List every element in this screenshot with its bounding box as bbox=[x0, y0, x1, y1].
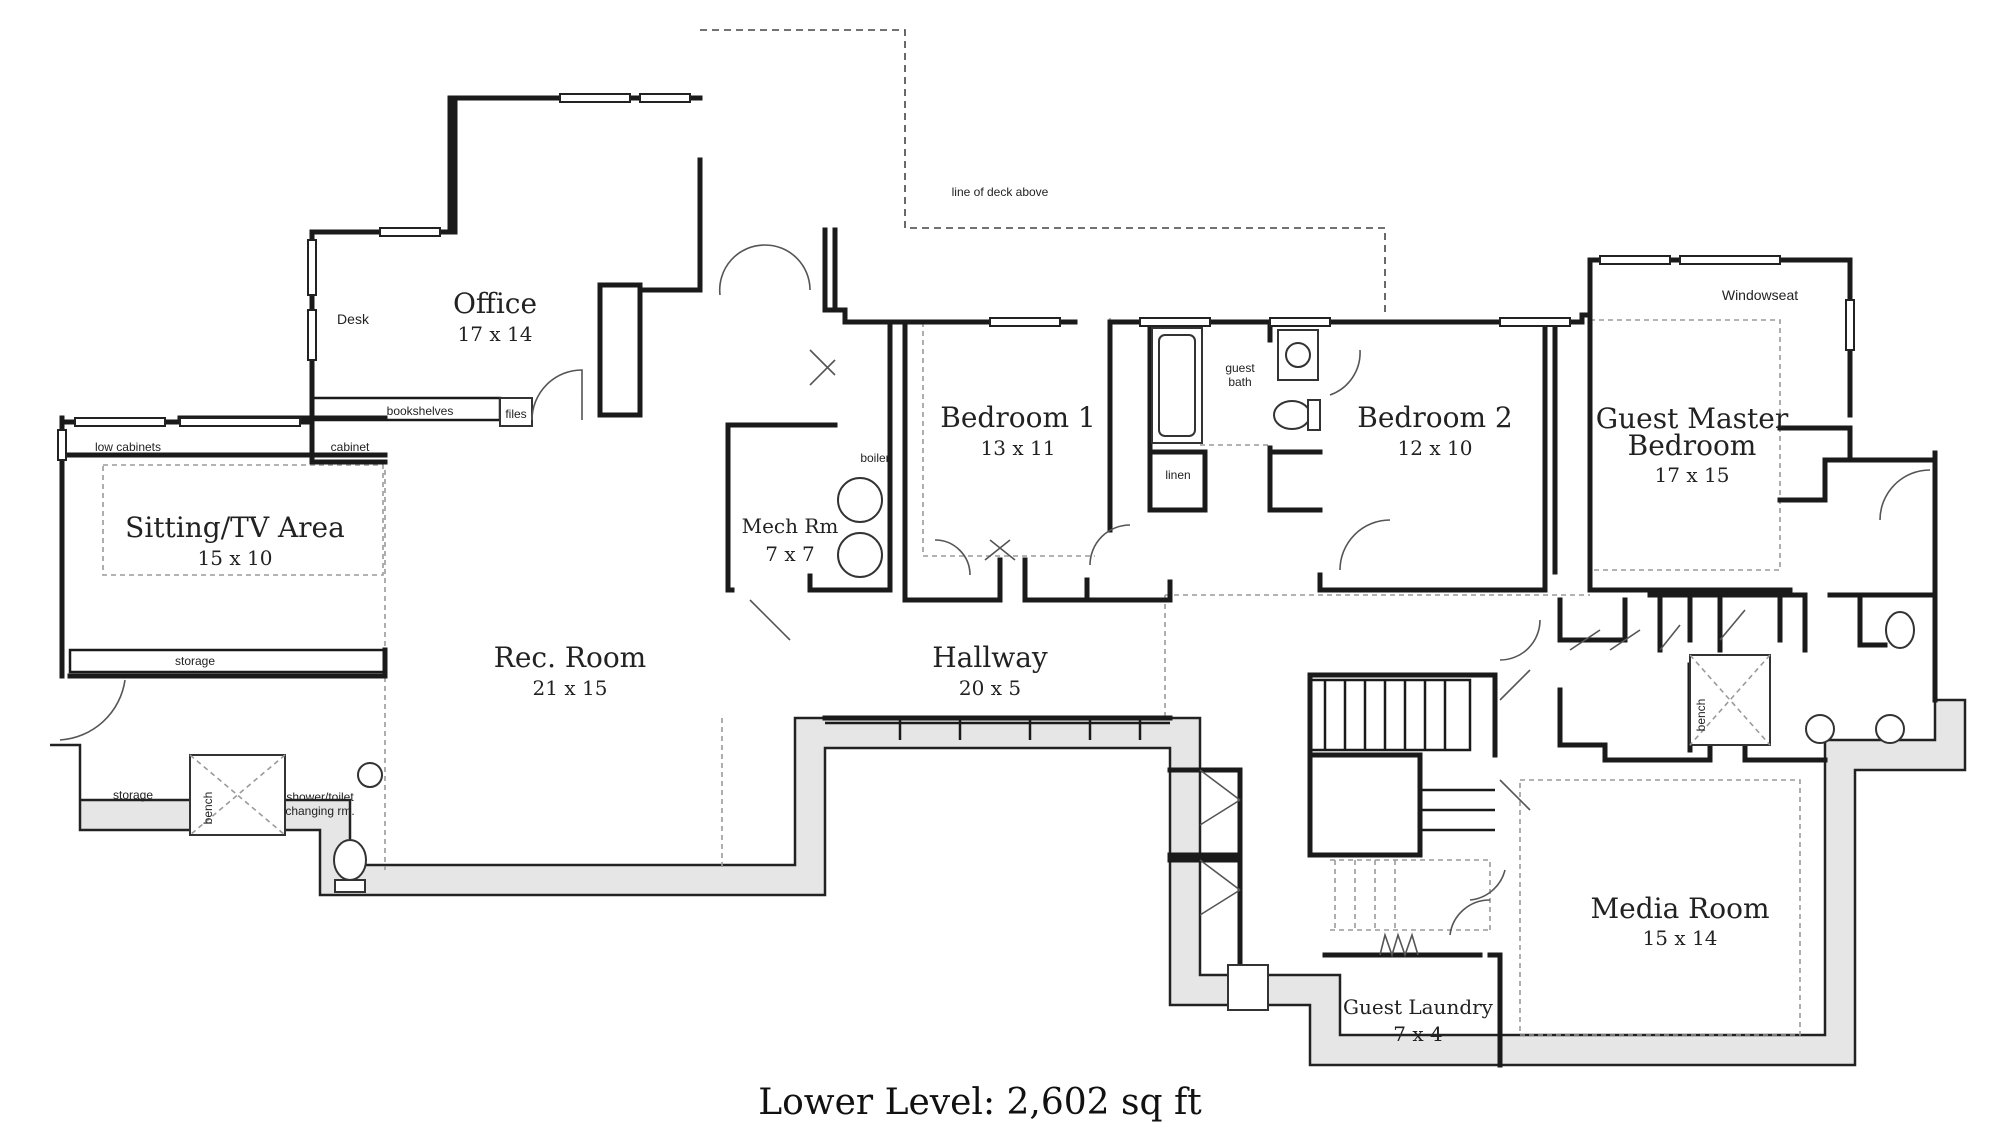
windows bbox=[57, 93, 1855, 461]
sitting-size: 15 x 10 bbox=[198, 546, 273, 570]
rec-name: Rec. Room bbox=[494, 641, 646, 674]
mech-size: 7 x 7 bbox=[765, 542, 814, 566]
media-size: 15 x 14 bbox=[1643, 926, 1718, 950]
stair-treads bbox=[1308, 678, 1495, 832]
bench-note-2: bench bbox=[1694, 699, 1708, 732]
level-caption: Lower Level: 2,602 sq ft bbox=[758, 1082, 1202, 1123]
guest-master-name-1: Guest Master bbox=[1596, 402, 1789, 435]
linen-note: linen bbox=[1165, 468, 1190, 482]
media-name: Media Room bbox=[1590, 892, 1769, 925]
room-labels: Office 17 x 14 Sitting/TV Area 15 x 10 R… bbox=[125, 287, 1789, 1046]
rec-size: 21 x 15 bbox=[533, 676, 608, 700]
windowseat-note: Windowseat bbox=[1722, 287, 1798, 303]
bedroom2-name: Bedroom 2 bbox=[1357, 401, 1512, 434]
guest-bath-note-1: guest bbox=[1225, 361, 1255, 375]
foundation-walls bbox=[50, 698, 1967, 1067]
mech-name: Mech Rm bbox=[742, 514, 839, 538]
hallway-name: Hallway bbox=[932, 641, 1048, 674]
bedroom2-size: 12 x 10 bbox=[1398, 436, 1473, 460]
guest-master-size: 17 x 15 bbox=[1655, 463, 1730, 487]
storage-note-2: storage bbox=[113, 788, 153, 802]
bookshelves-note: bookshelves bbox=[387, 404, 454, 418]
storage-note-1: storage bbox=[175, 654, 215, 668]
low-cabinets-note: low cabinets bbox=[95, 440, 161, 454]
fixtures bbox=[189, 327, 1915, 1011]
boiler-note: boiler bbox=[860, 451, 889, 465]
deck-note: line of deck above bbox=[952, 185, 1049, 199]
bedroom1-size: 13 x 11 bbox=[981, 436, 1056, 460]
annotations: Desk bookshelves files low cabinets cabi… bbox=[95, 185, 1798, 824]
bench-note-1: bench bbox=[201, 792, 215, 825]
sitting-name: Sitting/TV Area bbox=[125, 511, 345, 544]
files-note: files bbox=[505, 407, 526, 421]
shower-note-1: shower/toilet bbox=[286, 790, 354, 804]
guest-bath-note-2: bath bbox=[1228, 375, 1251, 389]
hallway-size: 20 x 5 bbox=[959, 676, 1021, 700]
guest-master-name-2: Bedroom bbox=[1628, 429, 1757, 462]
doors bbox=[59, 244, 1931, 958]
desk-note: Desk bbox=[337, 311, 370, 327]
bedroom1-name: Bedroom 1 bbox=[940, 401, 1095, 434]
office-size: 17 x 14 bbox=[458, 322, 533, 346]
cabinet-note: cabinet bbox=[331, 440, 370, 454]
office-name: Office bbox=[453, 287, 537, 320]
laundry-size: 7 x 4 bbox=[1393, 1022, 1442, 1046]
laundry-name: Guest Laundry bbox=[1343, 995, 1494, 1019]
shower-note-2: changing rm. bbox=[285, 804, 354, 818]
